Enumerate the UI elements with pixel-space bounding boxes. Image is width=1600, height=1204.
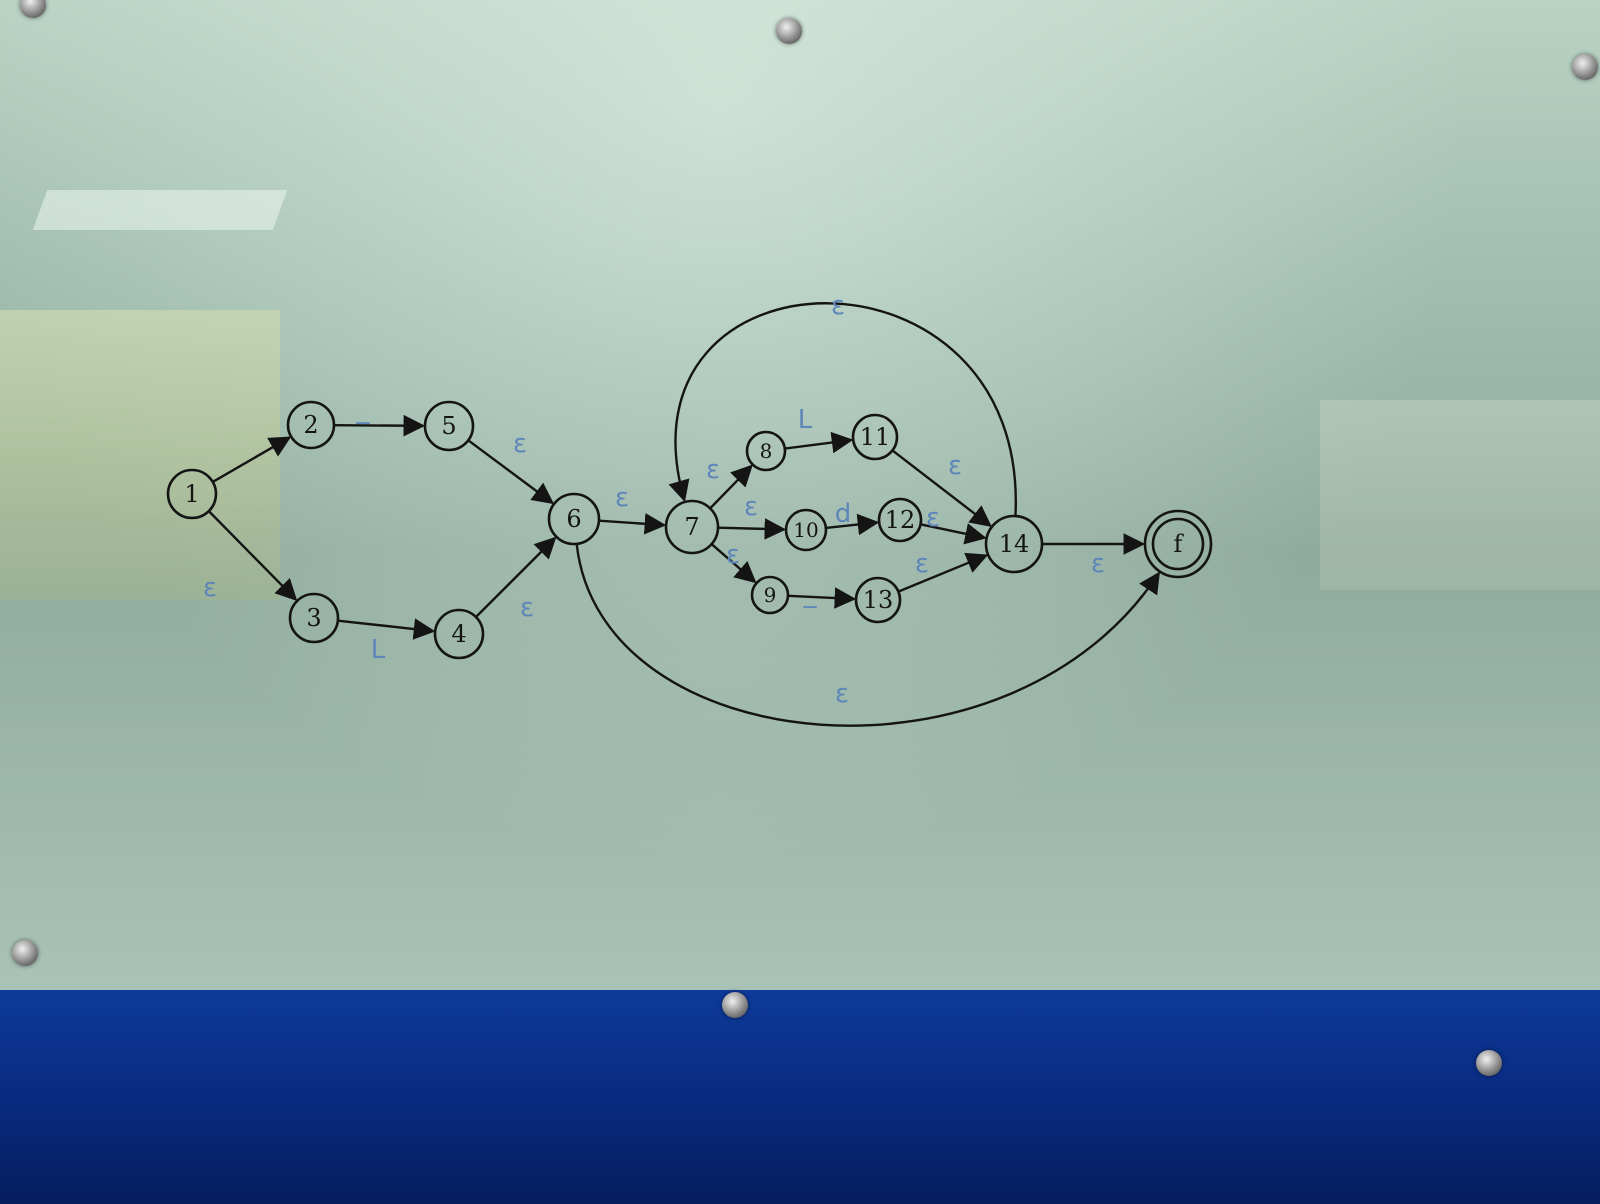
- edge-label-n7-to-n10: ε: [744, 492, 758, 522]
- edge-n13-to-n14: [897, 552, 989, 593]
- state-circle: [288, 592, 340, 644]
- state-circle: [166, 468, 218, 520]
- edge-n4-to-n6: [475, 536, 557, 618]
- edge-label-n9-to-n13: _: [803, 579, 818, 609]
- state-circle: [1143, 509, 1213, 579]
- edge-n1-to-n2: [212, 436, 292, 483]
- edge-n11-to-n14: [891, 449, 992, 528]
- state-circle: [286, 400, 336, 450]
- state-node-14: 14: [984, 514, 1044, 574]
- edge-label-n2-to-n5: _: [356, 395, 371, 425]
- state-circle: [784, 508, 828, 552]
- state-label: f: [1174, 530, 1185, 558]
- state-circle: [750, 575, 790, 615]
- edge-label-n7-to-n9: ε: [726, 540, 740, 570]
- edge-label-n3-to-n4: L: [371, 635, 386, 665]
- edge-n9-to-n13: [787, 587, 857, 609]
- state-node-3: 3: [288, 592, 340, 644]
- edge-n1-to-n3: [207, 510, 298, 602]
- mounting-bolt: [1572, 54, 1598, 80]
- edge-label-n1-to-n3: ε: [203, 573, 217, 603]
- window-reflection-right: [1320, 400, 1600, 590]
- state-label: 13: [863, 586, 894, 614]
- state-label: 10: [793, 518, 818, 542]
- window-reflection-left: [0, 310, 280, 600]
- edge-label-n14-to-n7: ε: [831, 291, 845, 321]
- mounting-bolt: [722, 992, 748, 1018]
- state-node-2: 2: [286, 400, 336, 450]
- state-node-4: 4: [433, 608, 485, 660]
- state-circle: [745, 430, 787, 472]
- edge-n3-to-n4: [337, 618, 436, 640]
- state-node-9: 9: [750, 575, 790, 615]
- state-label: 14: [999, 530, 1030, 558]
- state-label: 6: [566, 505, 581, 533]
- mounting-bolt: [1476, 1050, 1502, 1076]
- state-label: 5: [441, 412, 456, 440]
- state-label: 3: [306, 604, 321, 632]
- mounting-bolt: [20, 0, 46, 18]
- edge-n10-to-n12: [825, 513, 880, 536]
- edge-label-n13-to-n14: ε: [915, 549, 929, 579]
- state-label: 1: [184, 480, 199, 508]
- edge-label-n11-to-n14: ε: [948, 451, 962, 481]
- edge-n6-to-nf: [575, 543, 1160, 727]
- state-node-11: 11: [851, 413, 899, 461]
- state-node-f: f: [1143, 509, 1213, 579]
- state-label: 8: [760, 439, 773, 463]
- edge-n8-to-n11: [784, 431, 854, 454]
- edge-n7-to-n10: [717, 518, 787, 540]
- state-node-13: 13: [854, 576, 902, 624]
- edge-n7-to-n8: [709, 464, 753, 510]
- state-node-6: 6: [547, 492, 601, 546]
- edge-n7-to-n9: [710, 543, 757, 584]
- state-label: 9: [764, 583, 777, 607]
- state-circle: [664, 499, 720, 555]
- edge-n14-to-n7: [668, 302, 1017, 517]
- edge-n5-to-n6: [467, 439, 555, 505]
- state-label: 7: [684, 513, 699, 541]
- state-node-8: 8: [745, 430, 787, 472]
- state-node-10: 10: [784, 508, 828, 552]
- state-label: 11: [860, 423, 891, 451]
- state-circle: [984, 514, 1044, 574]
- mounting-bolt: [12, 940, 38, 966]
- edge-n6-to-n7: [598, 513, 667, 535]
- blue-wall-band: [0, 990, 1600, 1204]
- edge-label-n10-to-n12: d: [835, 499, 852, 529]
- edge-label-n6-to-nf: ε: [835, 679, 849, 709]
- edge-label-n4-to-n6: ε: [520, 593, 534, 623]
- edge-label-n14-to-nf: ε: [1091, 549, 1105, 579]
- edge-label-n7-to-n8: ε: [706, 455, 720, 485]
- state-label: 4: [451, 620, 466, 648]
- state-circle: [547, 492, 601, 546]
- state-node-5: 5: [423, 400, 475, 452]
- edge-n2-to-n5: [333, 414, 426, 437]
- accepting-inner-circle: [1151, 517, 1205, 571]
- state-circle: [423, 400, 475, 452]
- state-node-12: 12: [877, 497, 923, 543]
- mounting-bolt: [776, 18, 802, 44]
- edge-n12-to-n14: [920, 523, 987, 545]
- state-circle: [851, 413, 899, 461]
- edge-label-n5-to-n6: ε: [513, 429, 527, 459]
- state-label: 2: [303, 411, 318, 439]
- state-circle: [877, 497, 923, 543]
- state-node-7: 7: [664, 499, 720, 555]
- state-node-1: 1: [166, 468, 218, 520]
- edge-label-n6-to-n7: ε: [615, 483, 629, 513]
- state-circle: [854, 576, 902, 624]
- state-circle: [433, 608, 485, 660]
- edge-label-n8-to-n11: L: [798, 405, 813, 435]
- edge-label-n12-to-n14: ε: [926, 503, 940, 533]
- state-label: 12: [885, 506, 916, 534]
